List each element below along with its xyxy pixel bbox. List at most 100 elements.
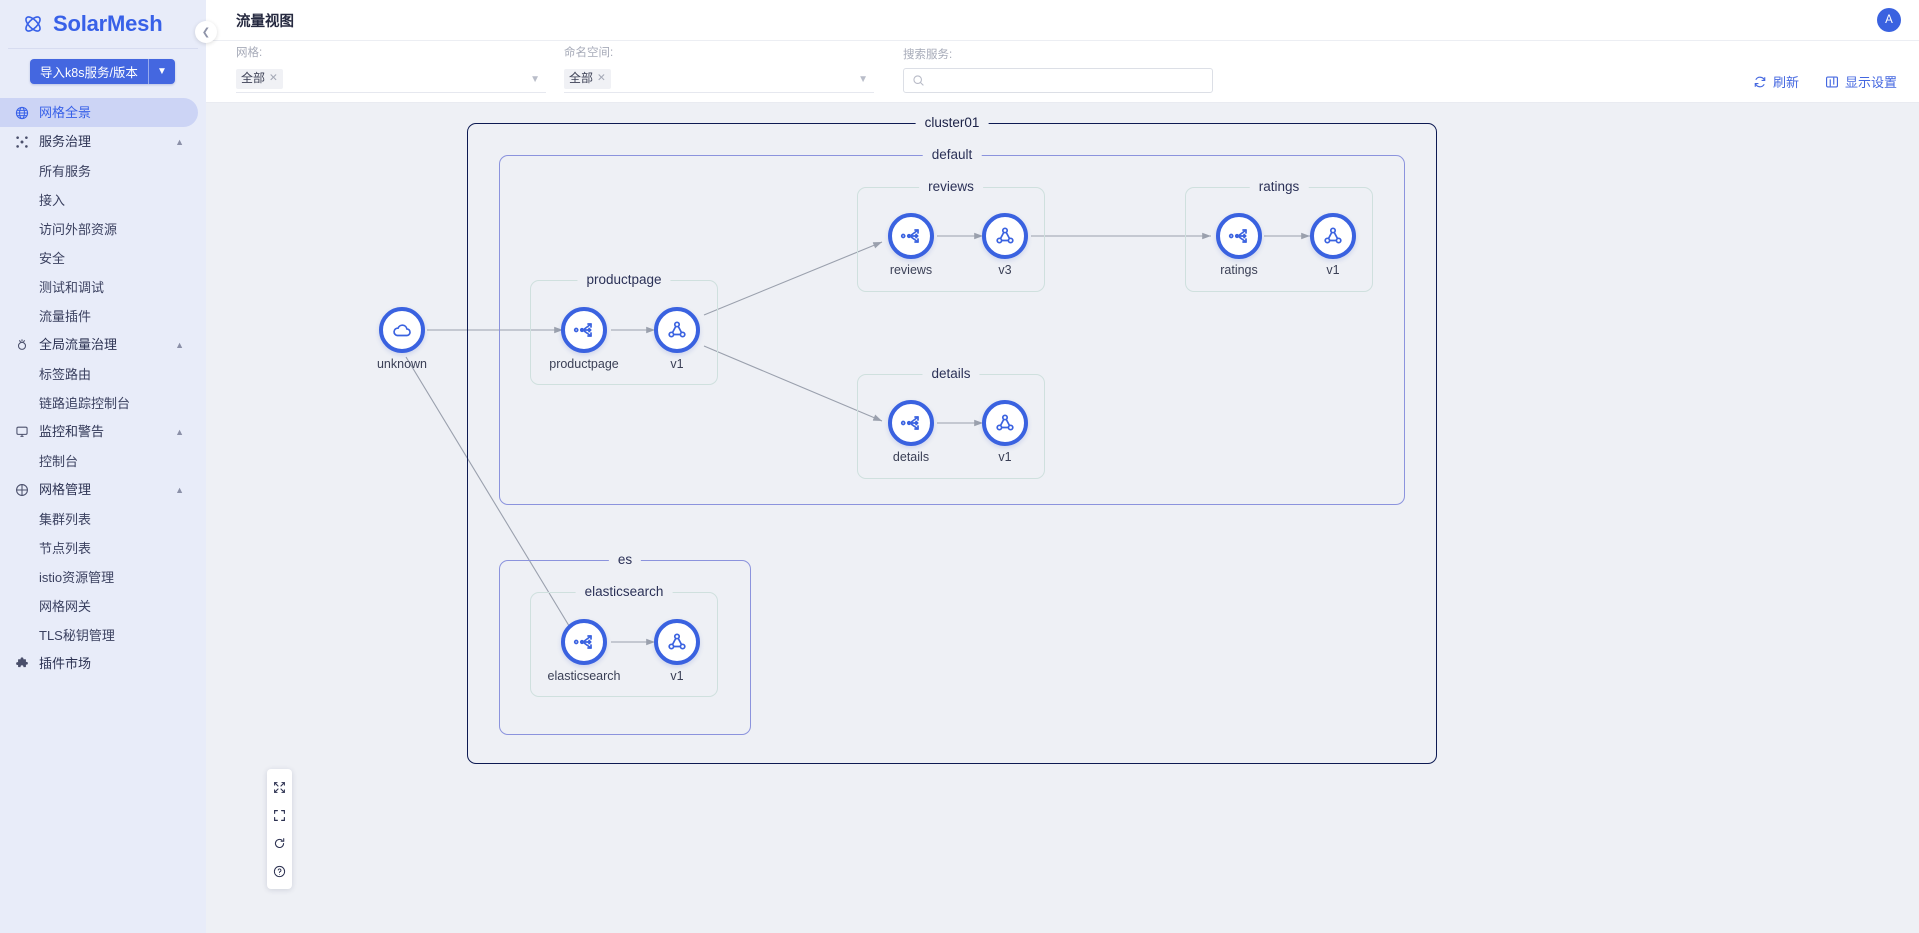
search-service-group: 搜索服务: [903,49,1213,93]
mesh-filter-select[interactable]: 全部 ✕ ▼ [236,66,546,93]
import-button-wrap: 导入k8s服务/版本 ▼ [0,49,206,96]
mesh-filter-tag[interactable]: 全部 ✕ [236,69,283,89]
sidebar-item-external-resources[interactable]: 访问外部资源 [0,214,206,243]
help-button[interactable] [267,857,292,885]
graph-node-details[interactable]: details [888,400,934,464]
atom-logo-icon [22,13,44,35]
service-group-elasticsearch[interactable]: elasticsearch [530,584,718,697]
graph-node-reviews-v3[interactable]: v3 [982,213,1028,277]
node-label: v3 [998,263,1012,277]
sidebar-item-service-governance[interactable]: 服务治理 ▲ [0,127,206,156]
sidebar-item-node-list[interactable]: 节点列表 [0,533,206,562]
sidebar-item-label-routing[interactable]: 标签路由 [0,359,206,388]
chevron-up-icon[interactable]: ▲ [175,136,184,147]
sidebar-item-label: 链路追踪控制台 [39,396,131,411]
workload-icon [668,321,686,338]
sidebar-item-label: istio资源管理 [39,570,115,585]
avatar[interactable]: A [1877,8,1901,32]
service-label: reviews [919,179,983,194]
namespace-label: es [608,552,642,567]
import-button-divider [147,59,149,84]
sidebar-item-label: 网格全景 [39,105,92,120]
node-label: v1 [670,357,684,371]
node-ring [982,213,1028,259]
sidebar-item-mesh-management[interactable]: 网格管理 ▲ [0,475,206,504]
cluster-group[interactable]: cluster01 [467,115,1437,764]
namespace-label: default [922,147,982,162]
sidebar-item-istio-resources[interactable]: istio资源管理 [0,562,206,591]
fullscreen-button[interactable] [267,801,292,829]
node-ring [379,307,425,353]
chevron-down-icon[interactable]: ▼ [530,73,540,85]
service-routing-icon [1228,229,1247,243]
brand[interactable]: SolarMesh [0,0,206,48]
search-box[interactable] [903,68,1213,93]
sidebar-item-ingress[interactable]: 接入 [0,185,206,214]
graph-edges [405,232,1310,646]
mesh-filter-label: 网格: [236,47,263,59]
sidebar-item-tracing-console[interactable]: 链路追踪控制台 [0,388,206,417]
node-ring [888,213,934,259]
sidebar-item-security[interactable]: 安全 [0,243,206,272]
sidebar-item-console[interactable]: 控制台 [0,446,206,475]
sidebar-item-label: 全局流量治理 [39,337,118,352]
graph-node-unknown[interactable]: unknown [377,307,427,371]
sidebar-item-plugin-market[interactable]: 插件市场 [0,649,206,678]
brand-name: SolarMesh [53,11,163,36]
namespace-filter-select[interactable]: 全部 ✕ ▼ [564,66,874,93]
sidebar-item-test-debug[interactable]: 测试和调试 [0,272,206,301]
service-group-details[interactable]: details [857,366,1045,479]
graph-node-productpage[interactable]: productpage [549,307,619,371]
reload-button[interactable] [267,829,292,857]
chevron-up-icon[interactable]: ▲ [175,339,184,350]
chevron-up-icon[interactable]: ▲ [175,484,184,495]
workload-icon [668,633,686,650]
refresh-label: 刷新 [1772,75,1799,90]
node-ring [1216,213,1262,259]
topology-canvas[interactable]: cluster01 default productpage reviews ra… [206,103,1919,933]
service-group-reviews[interactable]: reviews [857,179,1045,292]
close-x-icon[interactable]: ✕ [597,72,606,85]
service-group-productpage[interactable]: productpage [530,272,718,385]
sidebar-menu: 网格全景 服务治理 ▲ 所有服务 接入 访问外部资源 安全 测试和调试 流量插件 [0,96,206,678]
sidebar-item-label: 控制台 [39,454,79,469]
sidebar-item-tls-keys[interactable]: TLS秘钥管理 [0,620,206,649]
sidebar-item-cluster-list[interactable]: 集群列表 [0,504,206,533]
node-ring [654,619,700,665]
refresh-button[interactable]: 刷新 [1753,72,1799,91]
globe-icon [14,105,29,120]
close-x-icon[interactable]: ✕ [269,72,278,85]
sidebar-collapse-button[interactable]: ❮ [195,21,217,43]
graph-node-details-v1[interactable]: v1 [982,400,1028,464]
graph-node-elasticsearch[interactable]: elasticsearch [548,619,620,683]
sidebar-item-mesh-overview[interactable]: 网格全景 [0,98,198,127]
sidebar-item-mesh-gateway[interactable]: 网格网关 [0,591,206,620]
service-group-ratings[interactable]: ratings [1185,179,1373,292]
sidebar-item-traffic-plugins[interactable]: 流量插件 [0,301,206,330]
graph-node-productpage-v1[interactable]: v1 [654,307,700,371]
chevron-up-icon[interactable]: ▲ [175,426,184,437]
search-input[interactable] [931,73,1204,88]
chevron-down-icon[interactable]: ▼ [858,73,868,85]
namespace-filter-tag[interactable]: 全部 ✕ [564,69,611,89]
workload-icon [996,414,1014,431]
graph-node-ratings[interactable]: ratings [1216,213,1262,277]
fit-to-screen-button[interactable] [267,773,292,801]
graph-node-ratings-v1[interactable]: v1 [1310,213,1356,277]
chevron-down-icon[interactable]: ▼ [156,66,167,77]
namespace-group-default[interactable]: default [499,147,1405,505]
sidebar-item-global-traffic[interactable]: 全局流量治理 ▲ [0,330,206,359]
import-k8s-service-button[interactable]: 导入k8s服务/版本 ▼ [30,59,175,84]
shrink-arrows-icon [274,781,285,793]
namespace-group-es[interactable]: es [499,552,751,735]
workload-icon [1324,227,1342,244]
display-settings-button[interactable]: 显示设置 [1825,72,1897,91]
sidebar-item-monitoring-alerts[interactable]: 监控和警告 ▲ [0,417,206,446]
namespace-filter-group: 命名空间: 全部 ✕ ▼ [564,47,874,93]
sidebar-item-all-services[interactable]: 所有服务 [0,156,206,185]
service-label: productpage [577,272,671,287]
graph-node-reviews[interactable]: reviews [888,213,934,277]
fullscreen-icon [274,809,285,821]
graph-node-elasticsearch-v1[interactable]: v1 [654,619,700,683]
node-label: ratings [1220,263,1258,277]
